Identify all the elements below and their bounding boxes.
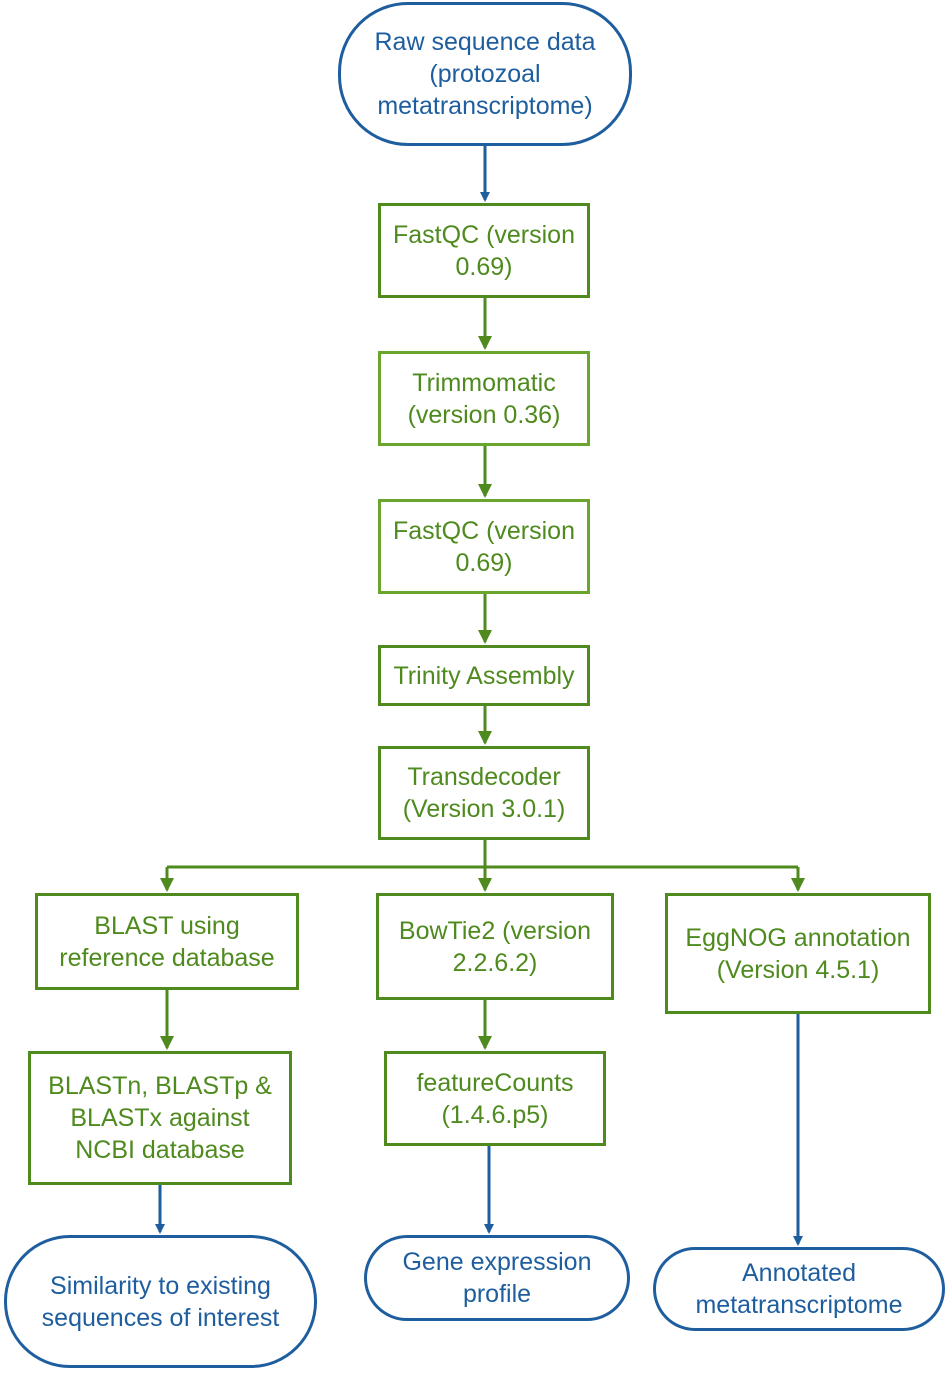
gene-expression-label: Gene expression profile — [402, 1248, 592, 1308]
raw-sequence-data-node: Raw sequence data (protozoal metatranscr… — [338, 2, 632, 146]
eggnog-node: EggNOG annotation (Version 4.5.1) — [665, 893, 931, 1014]
fastqc-1-label: FastQC (version 0.69) — [393, 220, 575, 281]
fastqc-1-node: FastQC (version 0.69) — [378, 203, 590, 298]
trimmomatic-node: Trimmomatic (version 0.36) — [378, 351, 590, 446]
gene-expression-node: Gene expression profile — [364, 1235, 630, 1321]
blast-ncbi-node: BLASTn, BLASTp & BLASTx against NCBI dat… — [28, 1051, 292, 1185]
similarity-label: Similarity to existing sequences of inte… — [41, 1271, 280, 1332]
bowtie2-node: BowTie2 (version 2.2.6.2) — [376, 893, 614, 1000]
similarity-node: Similarity to existing sequences of inte… — [4, 1235, 317, 1368]
trinity-assembly-label: Trinity Assembly — [393, 661, 575, 690]
bowtie2-label: BowTie2 (version 2.2.6.2) — [398, 916, 592, 977]
featurecounts-node: featureCounts (1.4.6.p5) — [384, 1051, 606, 1146]
fastqc-2-label: FastQC (version 0.69) — [393, 516, 575, 577]
blast-reference-label: BLAST using reference database — [59, 911, 275, 972]
eggnog-label: EggNOG annotation (Version 4.5.1) — [685, 923, 911, 984]
fastqc-2-node: FastQC (version 0.69) — [378, 499, 590, 594]
featurecounts-label: featureCounts (1.4.6.p5) — [416, 1068, 574, 1129]
trinity-assembly-node: Trinity Assembly — [378, 645, 590, 706]
blast-reference-node: BLAST using reference database — [35, 893, 299, 990]
blast-ncbi-label: BLASTn, BLASTp & BLASTx against NCBI dat… — [48, 1072, 272, 1164]
annotated-metatranscriptome-node: Annotated metatranscriptome — [653, 1247, 945, 1331]
raw-sequence-data-label: Raw sequence data (protozoal metatranscr… — [374, 28, 596, 120]
transdecoder-node: Transdecoder (Version 3.0.1) — [378, 746, 590, 840]
transdecoder-label: Transdecoder (Version 3.0.1) — [402, 763, 566, 823]
annotated-metatranscriptome-label: Annotated metatranscriptome — [695, 1259, 903, 1319]
trimmomatic-label: Trimmomatic (version 0.36) — [407, 368, 561, 429]
